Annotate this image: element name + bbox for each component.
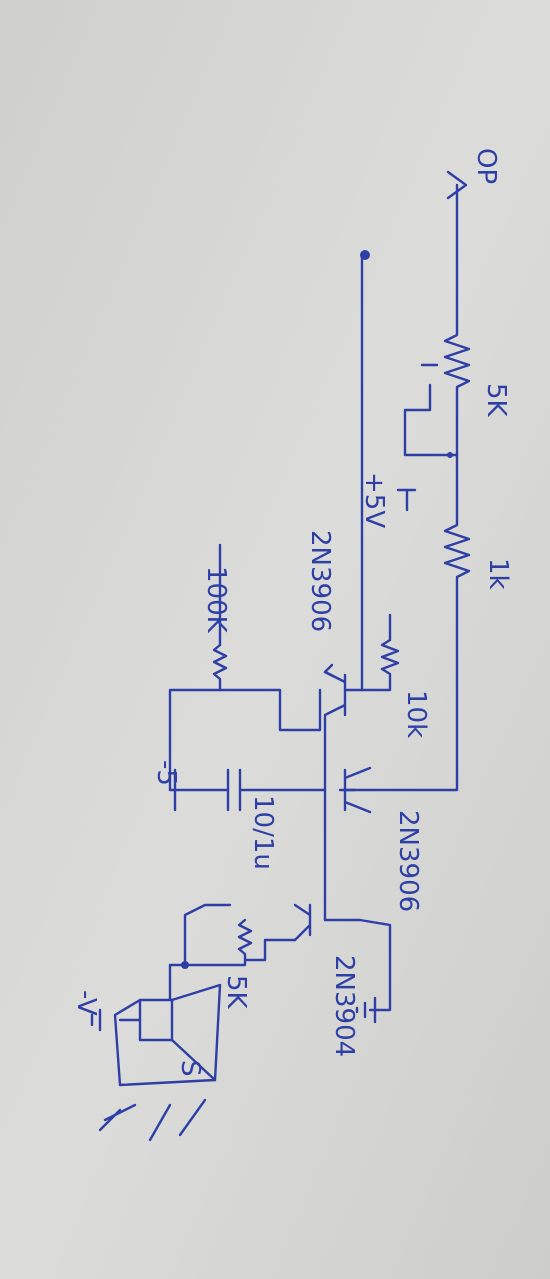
transistor-q2: 2N3906	[323, 766, 423, 912]
resistor-5k-label: 5K	[221, 975, 251, 1010]
sound-wave-1	[178, 1098, 207, 1137]
q1-label: 2N3906	[305, 530, 335, 632]
capacitor-label: 10/1u	[248, 795, 278, 870]
resistor-10k: 10k	[360, 613, 431, 738]
sound-wave-2	[148, 1103, 172, 1142]
pot-5k: 5K	[403, 298, 511, 458]
resistor-1k: 1k	[338, 453, 513, 792]
q2-label: 2N3906	[393, 810, 423, 912]
resistor-10k-label: 10k	[401, 690, 431, 738]
resistor-1k-label: 1k	[483, 558, 513, 590]
capacitor: 10/1u -5	[151, 760, 327, 870]
sound-wave-3	[103, 1103, 137, 1122]
input-terminal: OP	[446, 148, 501, 302]
supply-neg-label: -5	[151, 760, 181, 786]
input-label: OP	[471, 148, 501, 184]
resistor-100k-label: 100K	[201, 566, 231, 634]
supply-pos-label: +5V	[359, 472, 389, 528]
pot-5k-label: 5K	[481, 383, 511, 418]
resistor-100k: 100K	[168, 543, 322, 792]
sound-wave-4	[98, 1108, 122, 1132]
q3-label: 2N3904	[329, 955, 359, 1057]
transistor-q3: 2N3904	[293, 898, 392, 1057]
speaker: S -V	[71, 963, 222, 1142]
transistor-q1: 2N3906	[305, 530, 364, 792]
supply-rail: +5V	[359, 250, 417, 692]
resistor-5k: 5K	[181, 903, 297, 1010]
speaker-label: S	[175, 1060, 205, 1077]
speaker-neg-label: -V	[71, 990, 101, 1016]
